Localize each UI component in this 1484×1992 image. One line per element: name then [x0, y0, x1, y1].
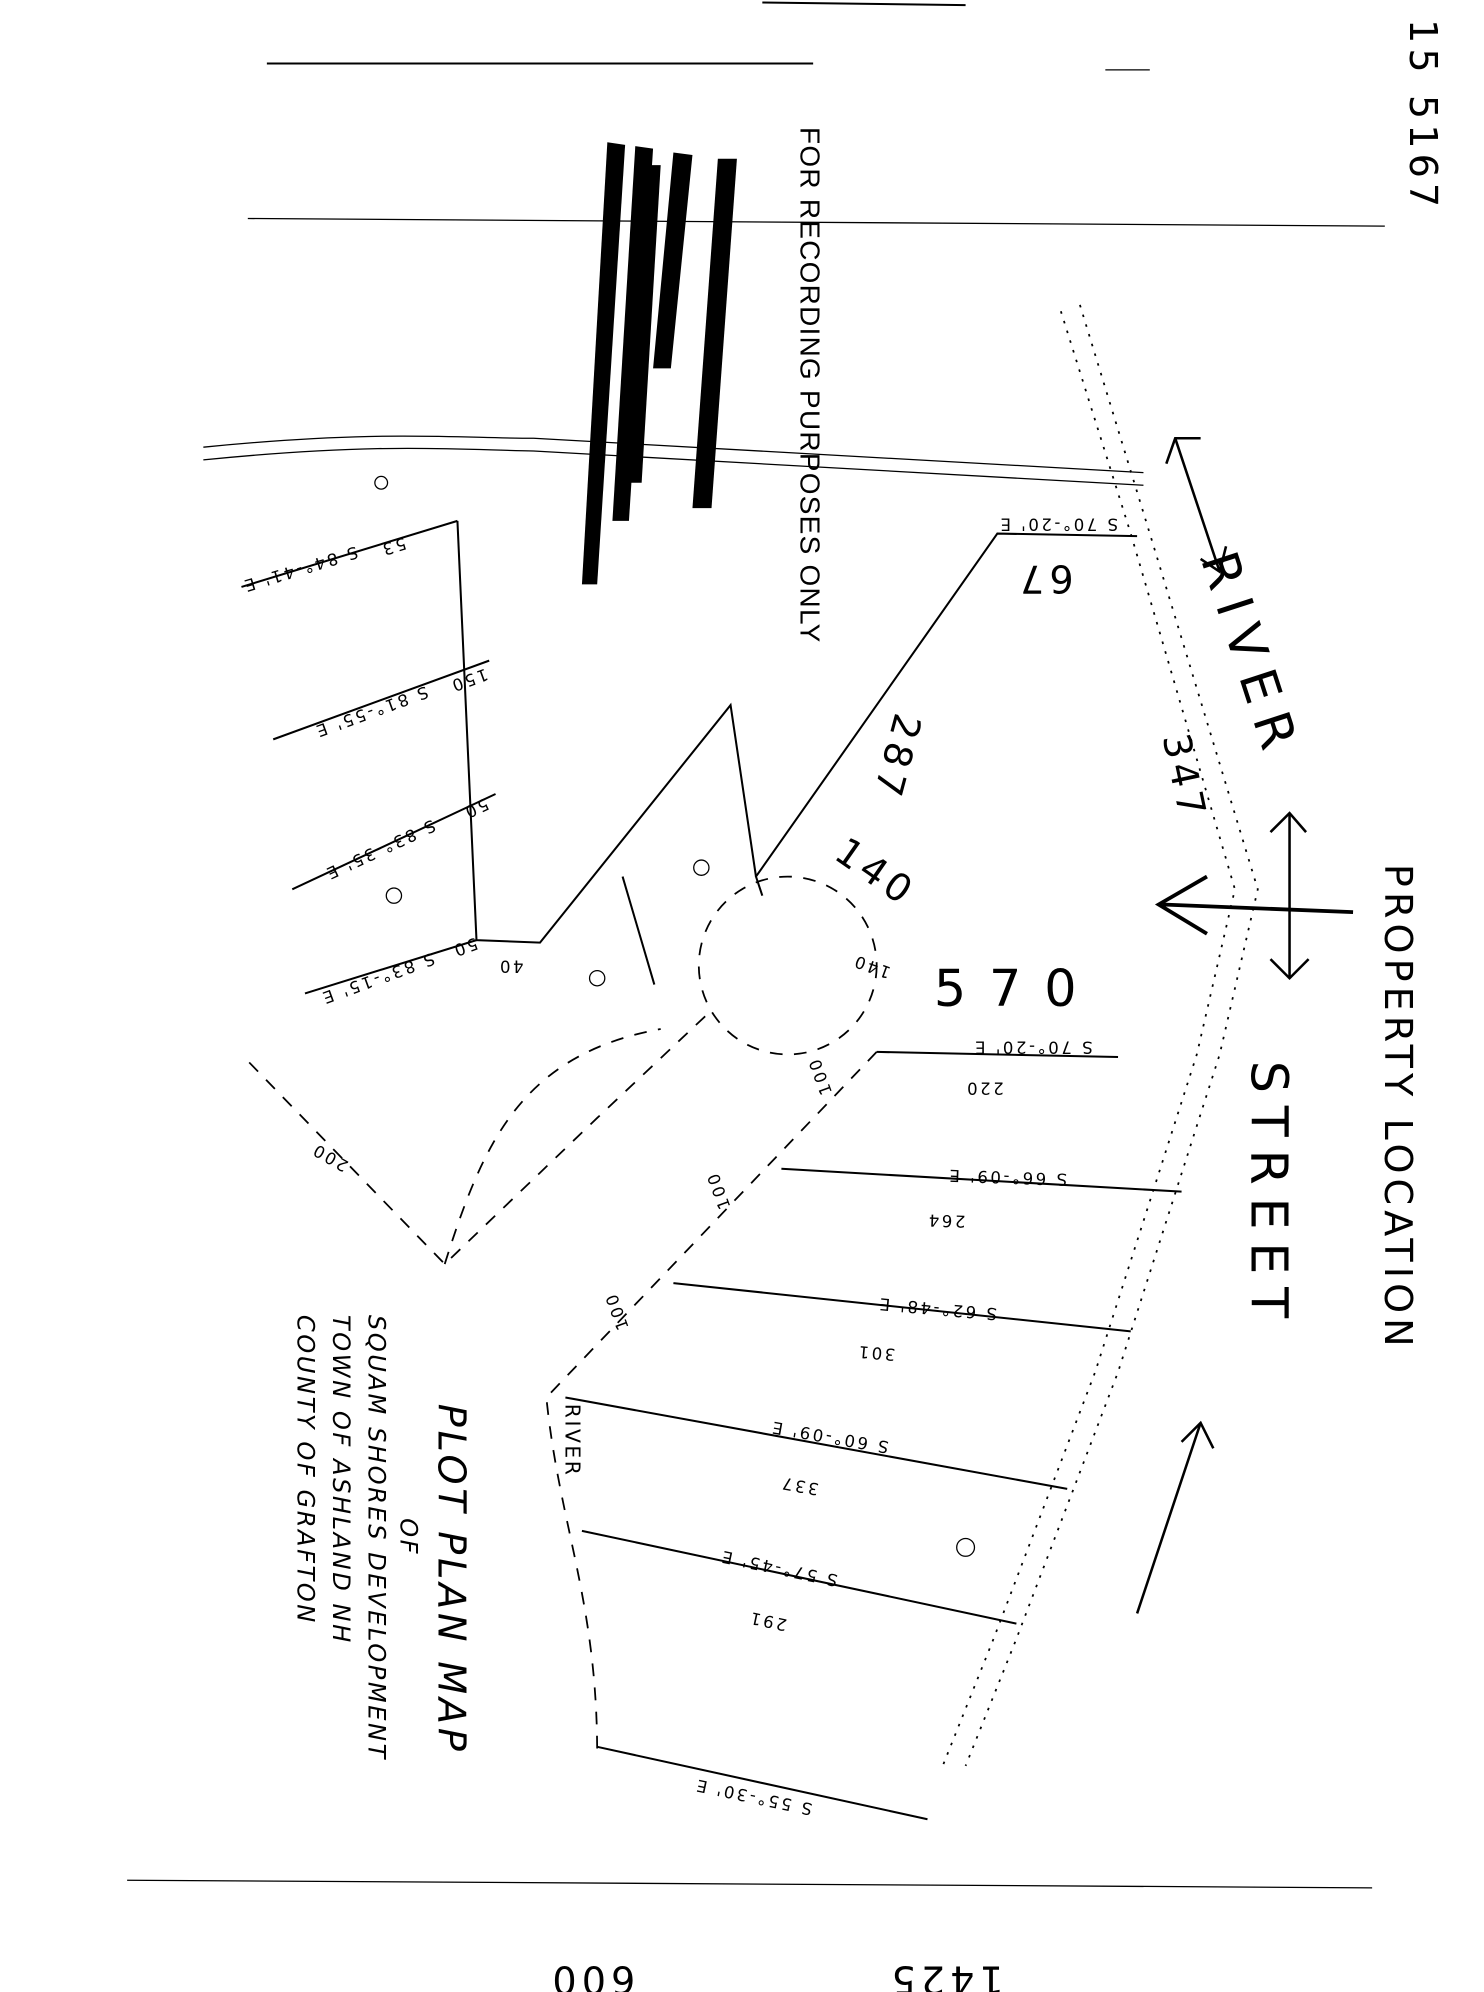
svg-text:100: 100 — [601, 1289, 632, 1332]
front-lot-line-left — [456, 520, 757, 944]
road-line-1 — [203, 435, 1144, 474]
title-line: PLOT PLAN MAP — [429, 1404, 473, 1755]
title-line: COUNTY OF GRAFTON — [291, 1315, 319, 1625]
street-label: STREET — [1239, 1061, 1298, 1331]
road-line-2 — [203, 447, 1144, 486]
svg-text:200: 200 — [308, 1139, 351, 1175]
frontage-labels: 100 100 100 140 40 200 — [308, 951, 893, 1333]
lot-140-label: 140 — [827, 829, 924, 916]
document-number: 15 5167 — [1401, 19, 1445, 212]
top-edge-mark — [762, 1, 966, 7]
cul-de-sac — [697, 875, 878, 1056]
bearing-label: S 70°-20' E — [973, 1038, 1093, 1057]
bearing-labels-left: S 84°-41' E 53 S 81°-55' E 150 S 83°-35'… — [240, 534, 492, 1008]
lot-lines-left — [241, 519, 656, 995]
lot-67-boundary — [754, 532, 1138, 896]
svg-text:140: 140 — [850, 951, 893, 982]
bearing-label: S 83°-35' E — [322, 816, 439, 884]
book-number: 1425 — [886, 1958, 1003, 1992]
title-line: OF — [394, 1518, 422, 1556]
river-small-label: RIVER — [560, 1404, 584, 1478]
top-bearing-label: S 70°-20' E — [998, 514, 1118, 533]
bearing-labels-right: S 70°-20' E 220 S 66°-09' E 264 S 62°-48… — [693, 1038, 1093, 1819]
distance-label: 337 — [778, 1473, 820, 1499]
distance-label: 264 — [926, 1210, 966, 1230]
double-arrow-icon — [1135, 1420, 1215, 1614]
property-location-arrow — [1154, 874, 1354, 936]
river-distance-label: 347 — [1154, 730, 1215, 825]
distance-label: 50 — [449, 934, 480, 961]
distance-label: 291 — [746, 1608, 788, 1635]
lot-markers — [374, 475, 976, 1557]
svg-text:100: 100 — [703, 1169, 734, 1212]
street-edge-inner — [941, 310, 1236, 1767]
road-curve — [443, 1028, 661, 1265]
distance-label: 53 — [378, 534, 408, 560]
lot-570-label: 570 — [934, 959, 1100, 1018]
bearing-label: S 81°-55' E — [311, 682, 430, 741]
double-arrow-icon — [1269, 811, 1310, 981]
horizontal-rule-bottom — [127, 1879, 1373, 1889]
lot-67-label: 67 — [1015, 556, 1074, 600]
bearing-label: S 57°-45' E — [718, 1546, 839, 1590]
distance-label: 150 — [447, 664, 490, 695]
horizontal-rule-top — [247, 217, 1385, 227]
title-line: SQUAM SHORES DEVELOPMENT — [363, 1315, 391, 1761]
rear-lot-line-right — [545, 1051, 878, 1754]
river-label: RIVER — [1189, 544, 1312, 768]
property-location-label: PROPERTY LOCATION — [1376, 864, 1420, 1352]
distance-label: 220 — [965, 1078, 1004, 1097]
bearing-label: S 84°-41' E — [240, 542, 360, 595]
rear-lot-line-left — [240, 1015, 706, 1266]
distance-label: 50 — [460, 794, 492, 822]
bearing-label: S 62°-48' E — [876, 1294, 997, 1323]
svg-text:100: 100 — [805, 1054, 836, 1097]
recording-stamp-text: FOR RECORDING PURPOSES ONLY — [794, 127, 825, 644]
bearing-label: S 66°-09' E — [947, 1166, 1068, 1189]
recording-stamp — [581, 142, 737, 585]
lot-lines-right — [565, 1050, 1182, 1821]
page-number: 600 — [547, 1958, 635, 1992]
bearing-label: S 60°-09' E — [769, 1417, 891, 1457]
title-block: PLOT PLAN MAP OF SQUAM SHORES DEVELOPMEN… — [291, 1315, 473, 1761]
svg-text:40: 40 — [497, 956, 523, 975]
bearing-label: S 83°-15' E — [318, 949, 437, 1008]
lot-287-label: 287 — [864, 709, 929, 805]
distance-label: 301 — [855, 1342, 896, 1364]
title-line: TOWN OF ASHLAND NH — [327, 1315, 355, 1645]
double-arrow-icon — [1165, 437, 1228, 574]
